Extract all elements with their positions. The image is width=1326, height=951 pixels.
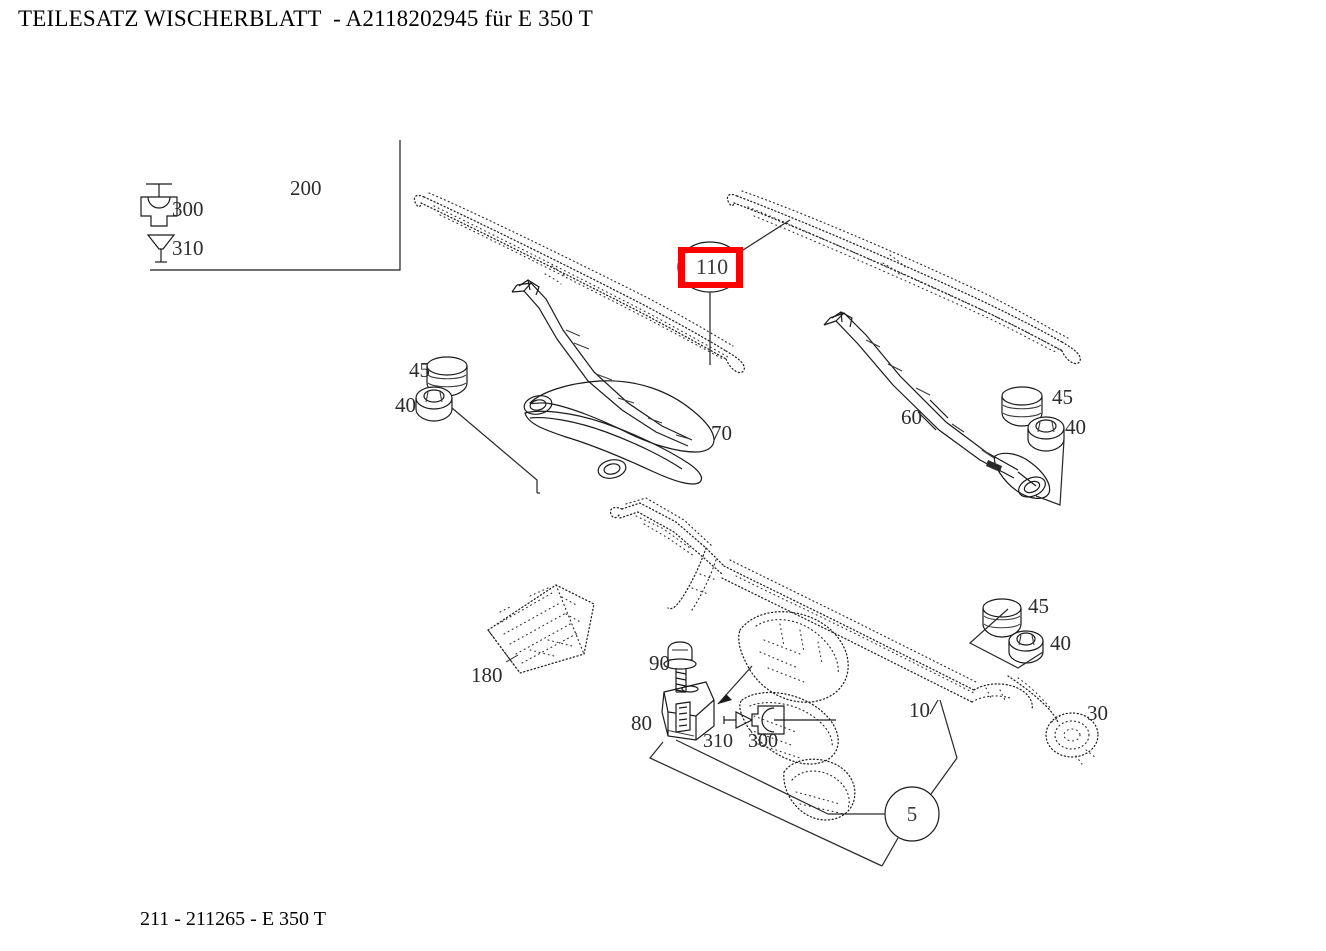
callout-110 <box>677 219 791 365</box>
mounting-bracket-80 <box>661 681 715 741</box>
set-boundary-lines <box>649 699 958 867</box>
label-80: 80 <box>631 711 652 735</box>
label-45-left: 45 <box>409 358 430 382</box>
socket-connector-300-inline <box>751 705 836 735</box>
rubber-grommet-40-lower <box>1008 630 1044 664</box>
label-70: 70 <box>711 421 732 445</box>
wiper-linkage-assembly <box>609 497 1059 821</box>
label-45-lower: 45 <box>1028 594 1049 618</box>
page-title: TEILESATZ WISCHERBLATT - A2118202945 für… <box>18 6 593 31</box>
label-310-main: 310 <box>703 730 733 752</box>
highlight-inner <box>685 253 736 282</box>
leader-180 <box>505 654 519 663</box>
label-300-legend: 300 <box>172 197 204 221</box>
rubber-grommet-45-right <box>1001 386 1043 427</box>
pin-connector-icon <box>146 234 176 263</box>
wiper-blade-left <box>413 192 745 374</box>
label-90: 90 <box>649 651 670 675</box>
wiper-arm-left <box>511 279 715 485</box>
label-40-lower: 40 <box>1050 631 1071 655</box>
wiper-arm-right <box>823 311 1051 499</box>
wiper-blade-right <box>726 190 1081 365</box>
socket-connector-icon <box>140 183 178 227</box>
cover-panel-180 <box>487 584 595 674</box>
hex-bolt-90 <box>663 641 697 693</box>
label-40-right: 40 <box>1065 415 1086 439</box>
callout-label-5: 5 <box>906 802 918 826</box>
page-footer: 211 - 211265 - E 350 T <box>140 908 326 930</box>
rubber-grommet-40-right <box>1027 416 1065 452</box>
highlight-box-110[interactable] <box>678 247 743 288</box>
rubber-grommet-40-left <box>415 386 453 422</box>
callout-label-110: 110 <box>695 254 729 279</box>
label-60: 60 <box>901 405 922 429</box>
bushing-30 <box>1045 712 1099 765</box>
label-45-right: 45 <box>1052 385 1073 409</box>
label-30: 30 <box>1087 701 1108 725</box>
pin-connector-310-inline <box>723 711 754 729</box>
label-310-legend: 310 <box>172 236 204 260</box>
label-200: 200 <box>290 176 322 200</box>
label-40-left: 40 <box>395 393 416 417</box>
label-300-main: 300 <box>748 730 778 752</box>
rubber-grommet-45-lower <box>982 598 1022 638</box>
leader-10 <box>929 699 939 715</box>
legend-box <box>150 140 401 271</box>
bolt-assembly-arrow <box>717 665 753 705</box>
label-180: 180 <box>471 663 503 687</box>
label-10: 10 <box>909 698 930 722</box>
grommet-leader-lines <box>451 407 1065 669</box>
callout-5 <box>828 757 958 867</box>
